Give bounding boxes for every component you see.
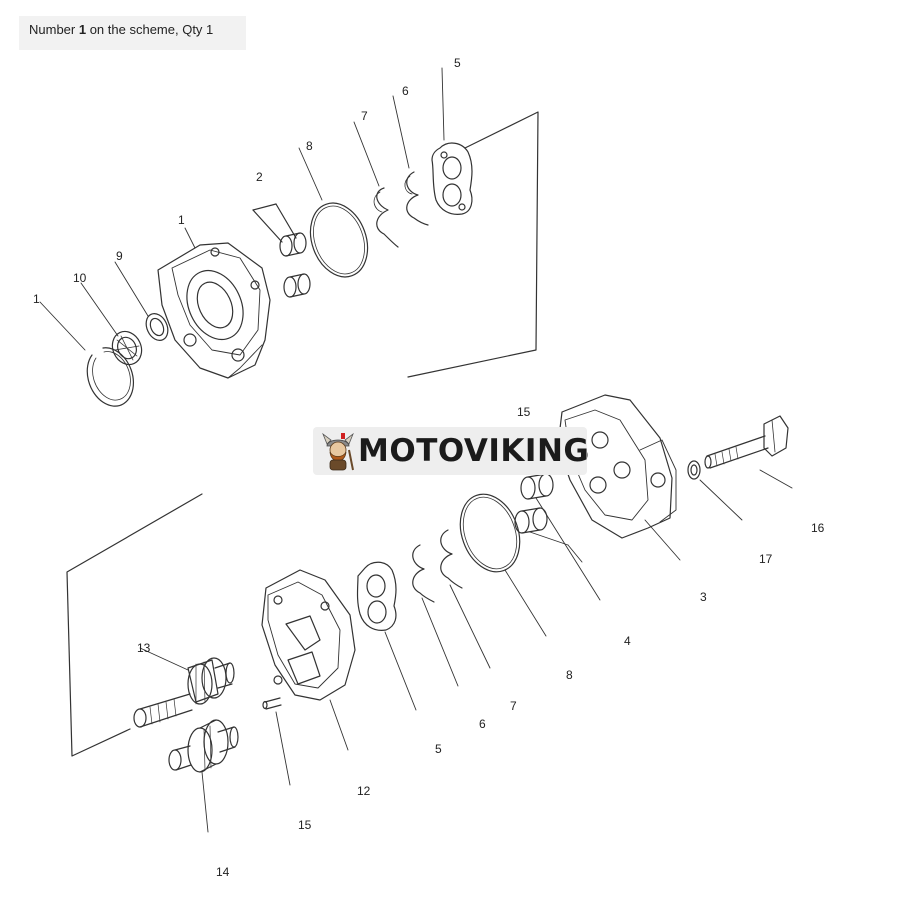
bottom-bushing-pair-part [514, 473, 554, 534]
callout-top-9: 9 [116, 249, 123, 263]
front-cover-part [157, 242, 271, 379]
caption-box [19, 16, 246, 50]
bolt-part [704, 415, 789, 469]
callout-top-5: 5 [454, 56, 461, 70]
o-ring-part [309, 202, 369, 278]
gear-body-part [261, 569, 356, 701]
drive-shaft-part [133, 657, 235, 728]
gasket-inner [404, 175, 413, 195]
snap-ring-inner [92, 351, 131, 401]
caption-suffix: on the scheme, Qty 1 [86, 22, 214, 37]
wear-plate-part [431, 142, 473, 215]
washer-part [145, 313, 169, 341]
gasket-part [406, 171, 429, 226]
callout-bottom-14: 14 [216, 865, 230, 879]
brand-name: MOTOVIKING [358, 433, 590, 469]
callout-top-2: 2 [256, 170, 263, 184]
bottom-plane-outline [66, 493, 203, 757]
callout-bottom-13: 13 [137, 641, 151, 655]
viking-mascot-icon [322, 432, 354, 471]
oil-seal-part [111, 330, 143, 366]
callout-top-6: 6 [402, 84, 409, 98]
callout-top-1b: 1 [33, 292, 40, 306]
scheme-caption: Number 1 on the scheme, Qty 1 [29, 22, 213, 37]
backup-ring-part [376, 187, 399, 248]
caption-prefix: Number [29, 22, 79, 37]
bottom-o-ring-part [459, 493, 521, 573]
callout-top-7: 7 [361, 109, 368, 123]
top-leader-lines [39, 67, 445, 351]
bottom-gasket-part [412, 544, 435, 603]
callout-bottom-6: 6 [479, 717, 486, 731]
caption-number: 1 [78, 22, 87, 37]
callout-bottom-15a: 15 [517, 405, 531, 419]
callout-bottom-16: 16 [811, 521, 825, 535]
callout-bottom-15b: 15 [298, 818, 312, 832]
snap-ring-part [86, 347, 134, 407]
callout-labels: 5 6 7 8 2 1 9 10 1 15 16 17 3 4 8 7 6 5 … [33, 56, 825, 879]
bottom-leader-lines [139, 469, 793, 833]
brand-watermark-box [313, 427, 587, 475]
bottom-backup-ring-part [440, 529, 463, 589]
callout-bottom-3: 3 [700, 590, 707, 604]
bushing-pair-part [252, 203, 311, 298]
callout-top-10: 10 [73, 271, 87, 285]
driven-gear-part [168, 719, 239, 773]
bottom-washer-part [687, 460, 701, 480]
bottom-wear-plate-part [356, 561, 397, 631]
dowel-pin-part [262, 697, 282, 710]
callout-bottom-8: 8 [566, 668, 573, 682]
callout-bottom-4: 4 [624, 634, 631, 648]
top-plane-outline [407, 111, 539, 378]
callout-bottom-7: 7 [510, 699, 517, 713]
callout-top-1: 1 [178, 213, 185, 227]
callout-bottom-12: 12 [357, 784, 371, 798]
callout-bottom-5: 5 [435, 742, 442, 756]
backup-ring-inner [373, 191, 383, 213]
callout-top-8: 8 [306, 139, 313, 153]
callout-bottom-17: 17 [759, 552, 773, 566]
